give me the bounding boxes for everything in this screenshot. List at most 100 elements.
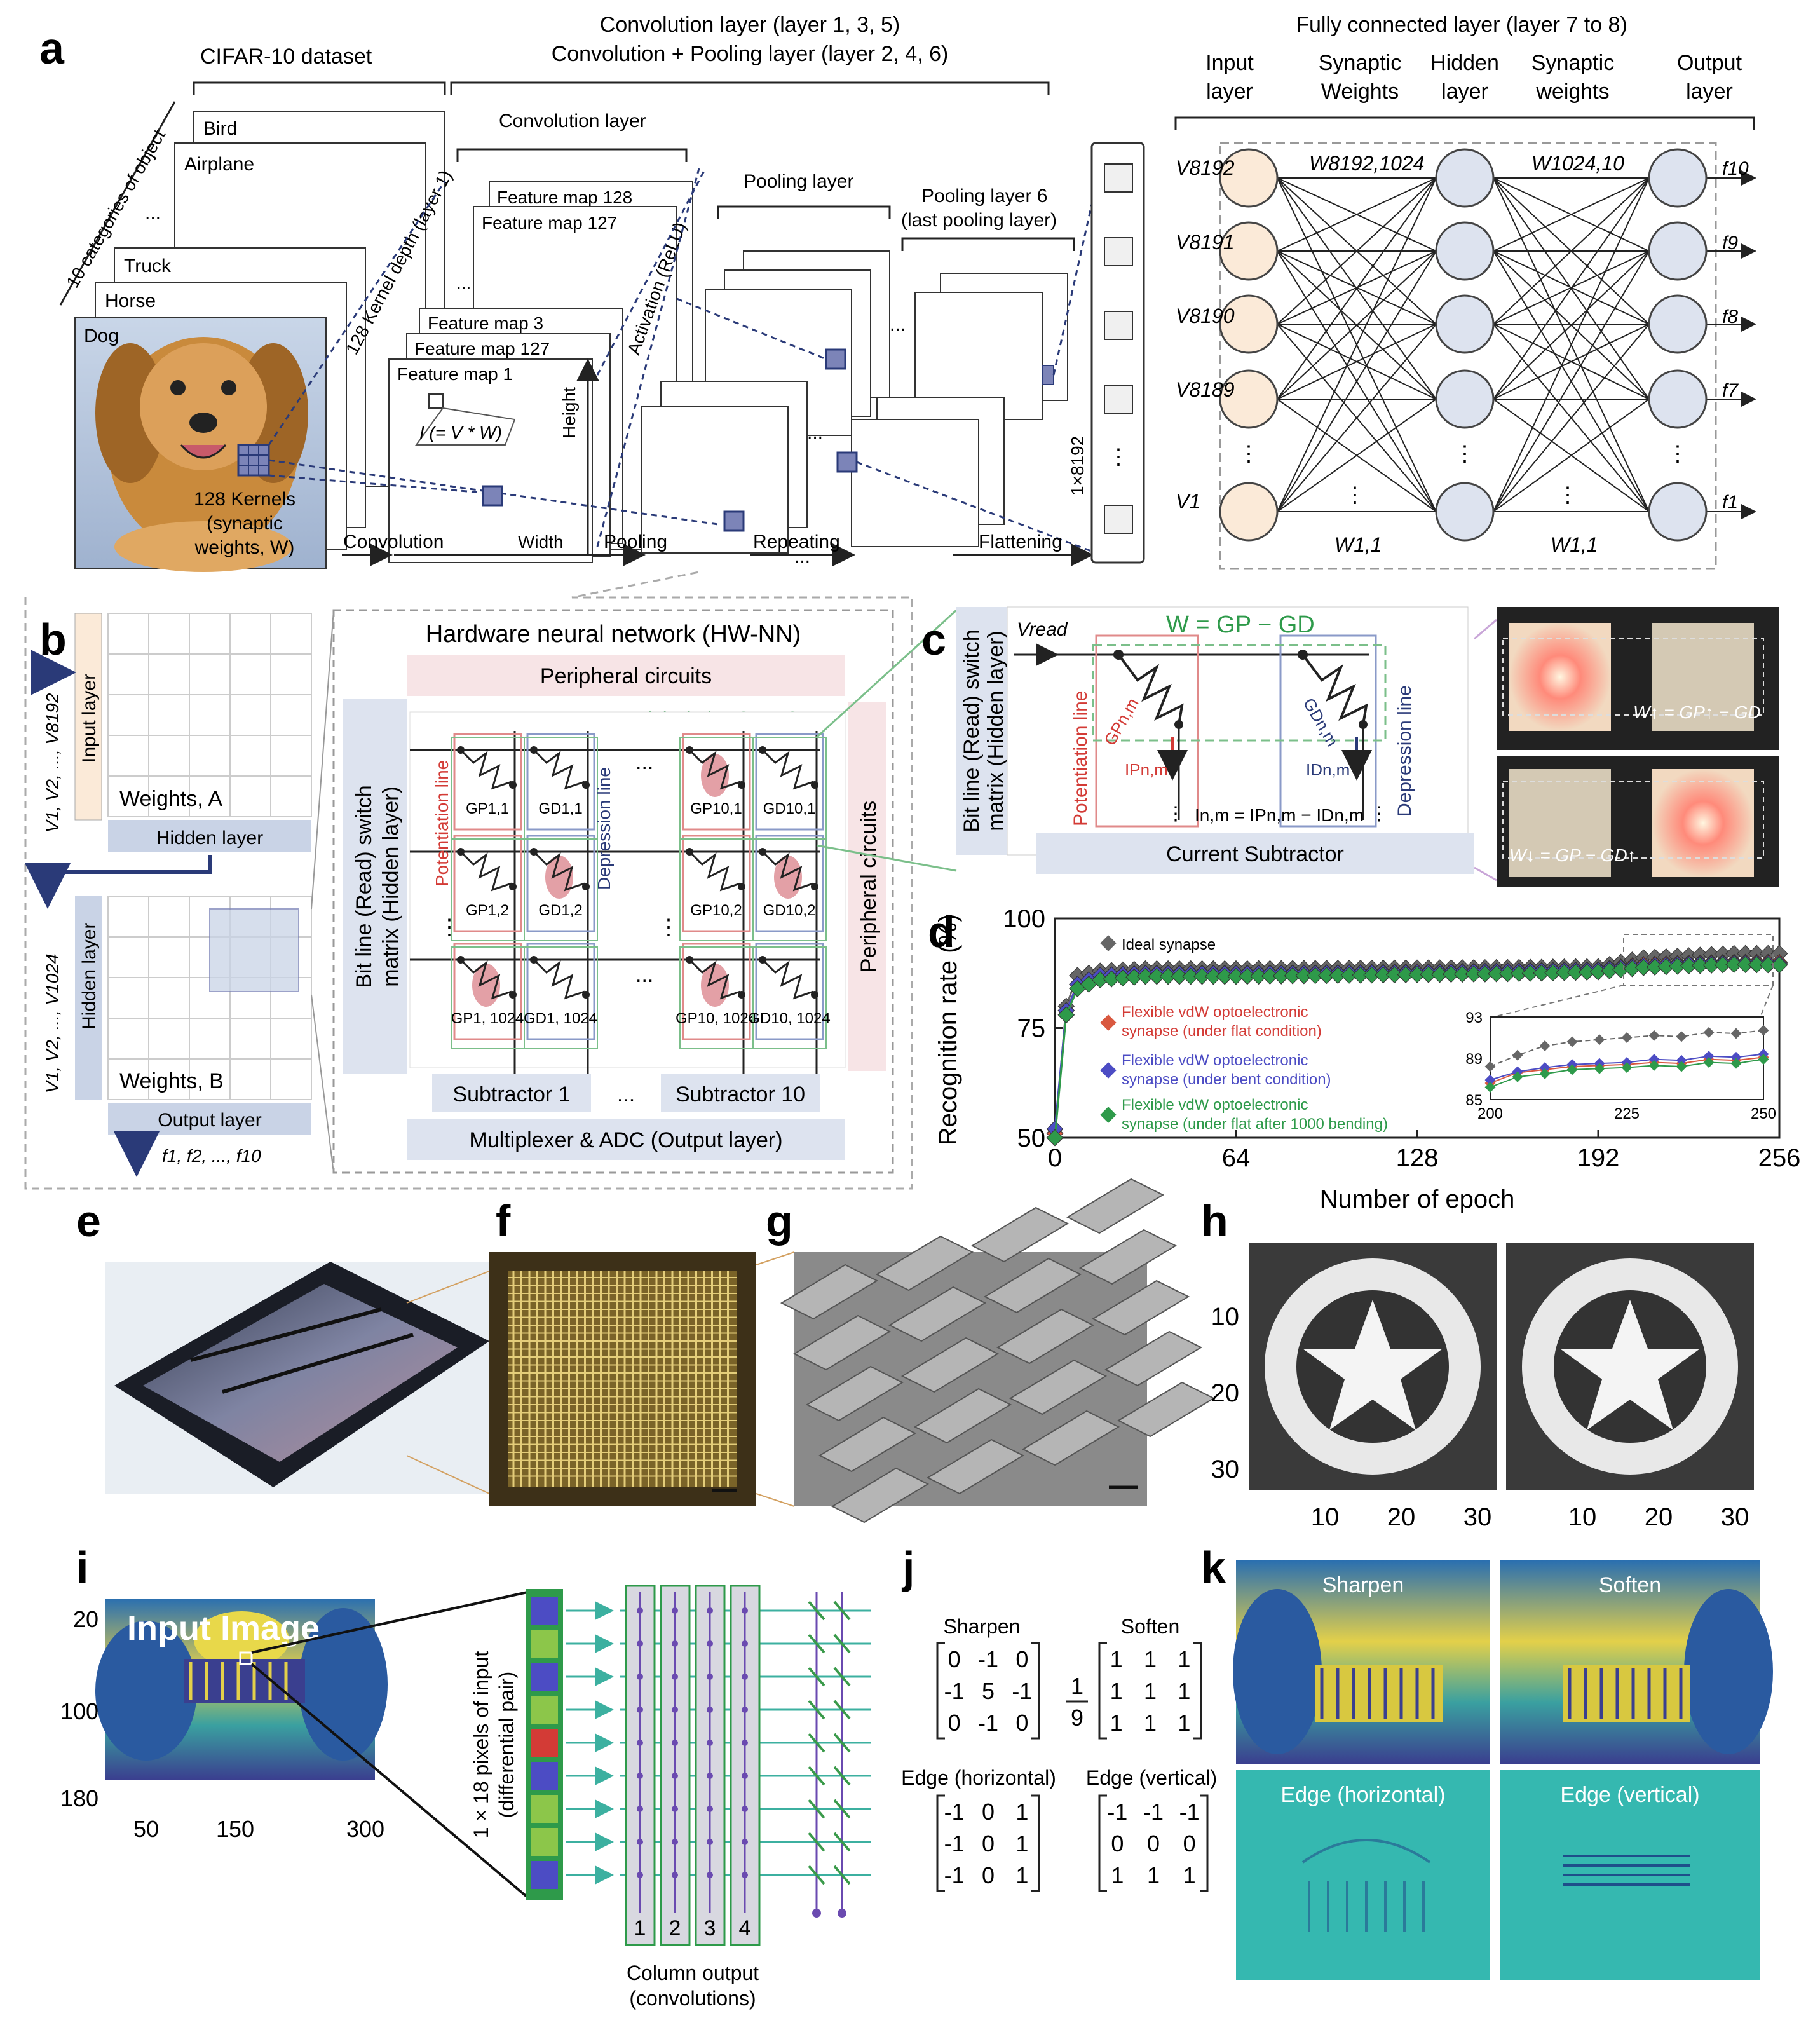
sem-device [1021,1410,1120,1466]
edge-v-matrix-cell: 0 [1147,1831,1160,1857]
cell-node [509,883,517,890]
column-node [672,1839,678,1845]
panel-a: a CIFAR-10 dataset Convolution layer (la… [39,13,1756,572]
column-node [637,1773,643,1779]
w-top-2: W1024,10 [1531,152,1624,175]
weights-a: Weights, A [119,787,222,811]
inset-point [1648,1030,1660,1041]
device-mark [808,1700,825,1720]
fc-edge [1493,177,1650,252]
cell-frame [453,733,522,831]
inset-ytick: 93 [1465,1009,1483,1026]
fc-edge [1277,177,1437,325]
mux-label: Multiplexer & ADC (Output layer) [469,1128,782,1152]
k-title-soften: Soften [1599,1573,1661,1597]
h-ytick-30: 30 [1211,1456,1240,1483]
h-ytick-10: 10 [1211,1303,1240,1331]
j-soften: Soften [1121,1615,1180,1638]
d-ytick-label: 50 [1017,1124,1046,1152]
weights-b-highlight [209,908,299,992]
panel-e: e [76,1196,490,1494]
c-subtractor-label: Current Subtractor [1166,842,1344,866]
fmap-127-label: Feature map 127 [482,213,617,233]
fmap-1-label: Feature map 1 [397,364,513,384]
subtractor-10 [661,1074,820,1112]
inset-point [1594,1034,1605,1046]
d-data-point [1216,967,1233,985]
soften-matrix-cell: 1 [1178,1710,1190,1736]
cell-frame [755,835,824,932]
fc-edge [1493,324,1650,400]
pooling-brace [717,205,891,219]
cell-node [759,848,766,856]
h2-xtick-10: 10 [1568,1503,1597,1531]
cell-node [811,991,818,999]
hwnn-box [332,609,894,1174]
d-data-point [1272,967,1290,985]
resistor [761,850,814,892]
out-f9: f9 [1722,233,1738,254]
crossbar-array [508,1271,737,1487]
inset-ytick: 85 [1465,1092,1483,1109]
cell-node [686,956,693,964]
pixel-cell [531,1795,558,1823]
pool6-brace [901,237,1075,251]
soften-matrix-cell: 1 [1178,1678,1190,1704]
column-node [742,1640,748,1647]
img-airplane: Airplane [184,154,254,175]
edge-h-matrix-bracket-left [936,1794,945,1892]
soften-matrix-cell: 1 [1110,1710,1123,1736]
sem-device [818,1416,917,1473]
d-data-point [1725,956,1743,973]
eq-callout [415,407,516,446]
cell-node [686,848,693,856]
resistor [533,958,585,1000]
flow-flattening: Flattening [979,531,1063,552]
subtractor-1-label: Subtractor 1 [452,1082,570,1107]
in-v8190: V8190 [1176,304,1235,327]
zoom-lines-b [311,610,334,1173]
d-data-point [1057,1006,1075,1024]
crossbar-lines [508,1271,737,1487]
d-data-point [1544,964,1562,981]
column-node [672,1806,678,1812]
d-ytick-label: 100 [1003,905,1045,933]
height-label: Height [559,387,579,439]
fc-h1a: Synaptic [1319,51,1401,75]
f-out: f1, f2, ..., f10 [162,1146,261,1166]
soften-matrix-bracket-left [1098,1642,1107,1740]
img-dots: ... [145,203,161,224]
column-node [742,1674,748,1680]
resistor [688,850,741,892]
zoom-lines-c [815,609,958,872]
d-data-point [1669,957,1687,975]
panel-label-d: d [928,907,955,957]
sem-device [926,1438,1025,1495]
c-vread: Vread [1017,619,1068,640]
d-data-point [1125,969,1143,986]
weights-a-grid [107,613,312,817]
fc-edge [1493,177,1650,325]
sharpen-matrix-bracket-left [936,1642,945,1740]
d-data-point [1556,964,1573,981]
fc-h0b: layer [1206,79,1253,104]
sem-device [1091,1279,1190,1336]
column-node [707,1872,713,1878]
device-mark [808,1799,825,1819]
pool-pixel-2 [723,510,745,532]
inset-point [1676,1054,1687,1066]
pixel-label-2: (differential pair) [495,1672,518,1818]
fc-node [1648,148,1708,208]
h2-xtick-30: 30 [1721,1503,1749,1531]
fc-edge [1493,177,1650,400]
subtractor-dots: ... [617,1082,635,1107]
resistor [688,749,741,790]
c-bitline-1: Bit line (Read) switch [960,629,984,832]
i-ytick-100: 100 [60,1698,98,1724]
d-data-point [1589,963,1607,981]
kernels-label-2: (synaptic [207,513,283,534]
c-node-3 [1174,720,1183,729]
inset-point [1676,1061,1687,1072]
in-v8192: V8192 [1176,156,1235,179]
